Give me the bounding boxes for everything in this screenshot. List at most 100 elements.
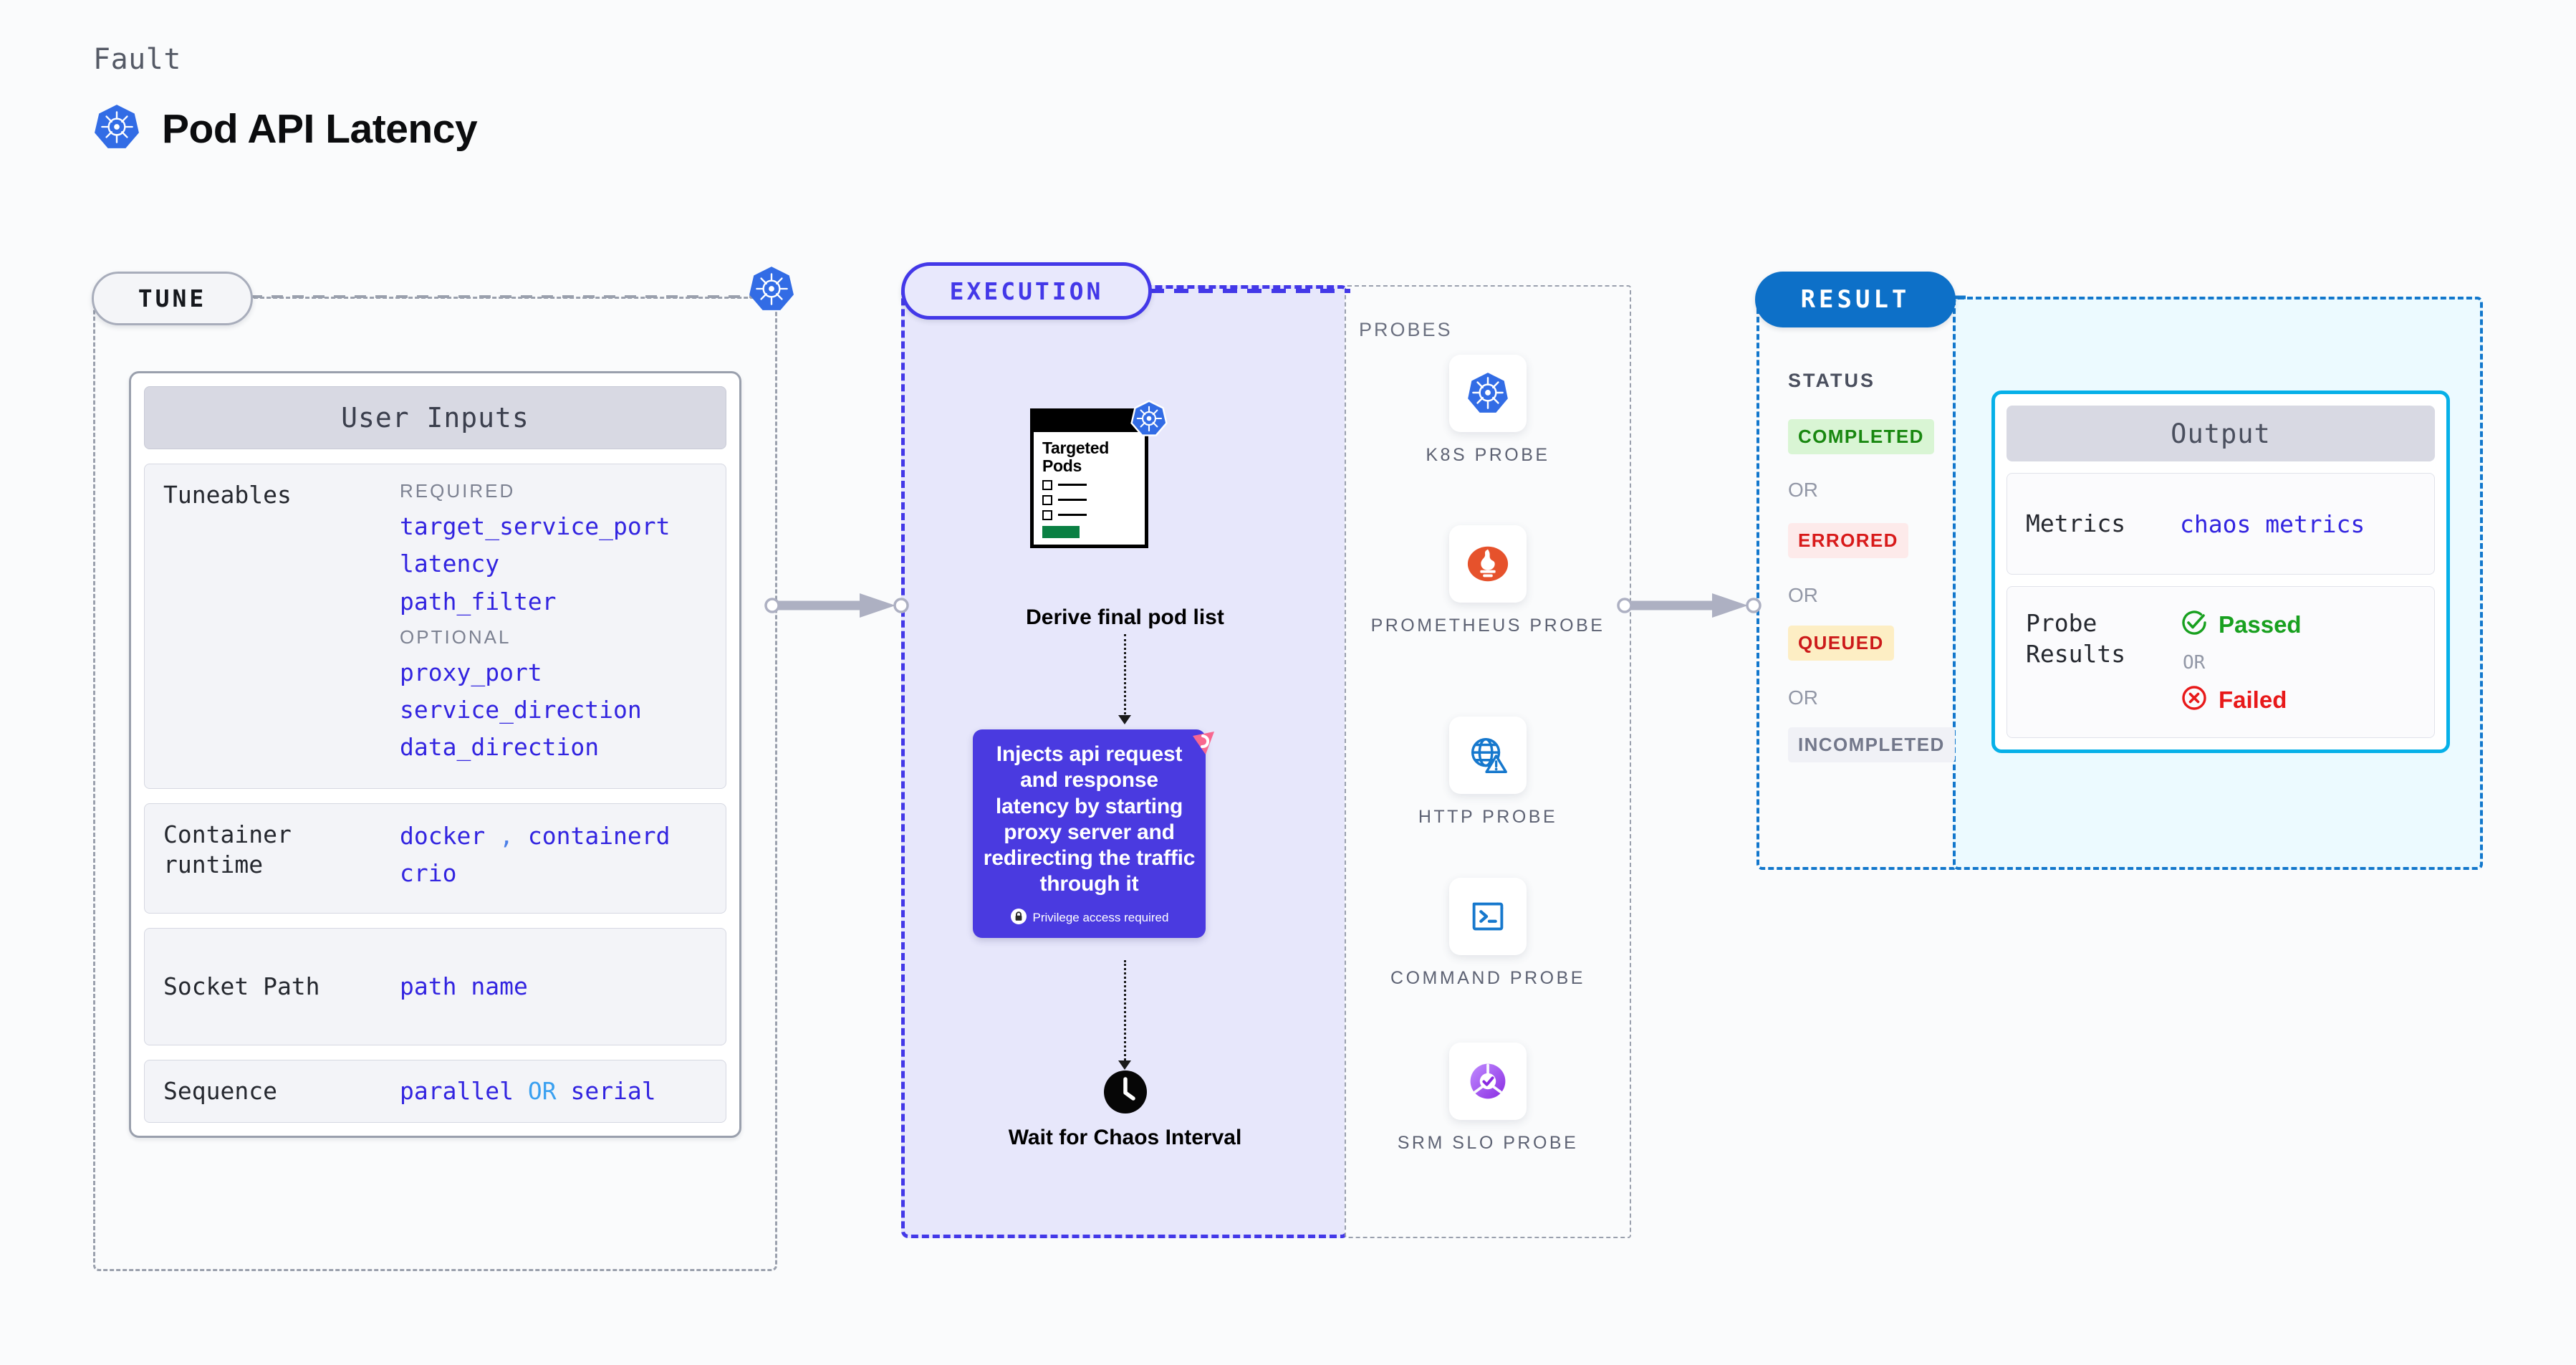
pod-list-item xyxy=(1042,494,1136,505)
connector-execution-to-result xyxy=(1617,593,1762,618)
pod-list-item xyxy=(1042,479,1136,490)
container-runtime-section: Container runtime docker , containerd cr… xyxy=(144,803,726,914)
title-row: Pod API Latency xyxy=(93,103,478,154)
tuneable-service-direction[interactable]: service_direction xyxy=(400,696,642,724)
sequence-or: OR xyxy=(527,1076,557,1105)
kubernetes-icon xyxy=(93,103,140,154)
prometheus-icon xyxy=(1449,525,1527,603)
probe-result-passed: Passed xyxy=(2180,608,2302,641)
probe-command[interactable]: COMMAND PROBE xyxy=(1345,878,1631,991)
pods-card-title: Targeted Pods xyxy=(1042,439,1110,475)
runtime-docker[interactable]: docker xyxy=(400,821,486,850)
x-circle-icon xyxy=(2180,684,2209,716)
tune-badge-leader-line xyxy=(251,295,763,298)
terminal-icon xyxy=(1449,878,1527,955)
kubernetes-icon xyxy=(1449,355,1527,432)
container-runtime-label: Container runtime xyxy=(163,820,292,879)
page-title: Pod API Latency xyxy=(162,105,478,152)
socket-path-section: Socket Path path name xyxy=(144,927,726,1045)
tuneable-data-direction[interactable]: data_direction xyxy=(400,733,600,762)
clock-icon xyxy=(901,1070,1349,1118)
privilege-note-text: Privilege access required xyxy=(1032,911,1169,925)
tuneables-section: Tuneables REQUIRED target_service_port l… xyxy=(144,464,726,789)
probe-http[interactable]: HTTP PROBE xyxy=(1345,717,1631,830)
output-card: Output Metrics chaos metrics Probe Resul… xyxy=(1991,391,2450,753)
status-badge-incompleted: INCOMPLETED xyxy=(1788,727,1955,762)
execution-badge-leader-line xyxy=(1150,289,1350,293)
user-inputs-card: User Inputs Tuneables REQUIRED target_se… xyxy=(129,371,741,1138)
tuneable-target-service-port[interactable]: target_service_port xyxy=(400,512,671,540)
status-or-1: OR xyxy=(1788,479,1818,501)
probe-prometheus[interactable]: PROMETHEUS PROBE xyxy=(1345,525,1631,638)
status-title: STATUS xyxy=(1788,370,1875,391)
flow-arrowhead xyxy=(1118,1060,1131,1070)
probe-label: COMMAND PROBE xyxy=(1390,968,1585,988)
tune-panel xyxy=(93,297,777,1271)
tuneable-latency[interactable]: latency xyxy=(400,550,500,578)
inject-fault-card: Injects api request and response latency… xyxy=(973,729,1206,938)
flow-connector-line xyxy=(1124,634,1126,719)
wait-interval-label: Wait for Chaos Interval xyxy=(1008,1126,1242,1149)
probe-result-failed: Failed xyxy=(2180,684,2302,716)
probe-results-label: Probe Results xyxy=(2026,609,2126,668)
probe-result-or: OR xyxy=(2183,652,2206,674)
checkbox-icon xyxy=(1042,509,1052,520)
sequence-serial[interactable]: serial xyxy=(570,1076,656,1105)
connector-tune-to-execution xyxy=(764,593,909,618)
checkbox-icon xyxy=(1042,479,1052,490)
probe-label: HTTP PROBE xyxy=(1418,807,1558,827)
wait-interval-block: Wait for Chaos Interval xyxy=(901,1070,1349,1151)
checkbox-icon xyxy=(1042,494,1052,505)
sequence-parallel[interactable]: parallel xyxy=(400,1076,514,1105)
failed-label: Failed xyxy=(2219,686,2287,713)
execution-stage-badge[interactable]: EXECUTION xyxy=(901,262,1152,320)
probe-results-section: Probe Results Passed OR xyxy=(2007,586,2435,738)
globe-warning-icon xyxy=(1449,717,1527,794)
runtime-crio[interactable]: crio xyxy=(400,858,457,887)
sequence-label: Sequence xyxy=(163,1076,277,1105)
tuneable-proxy-port[interactable]: proxy_port xyxy=(400,658,542,686)
pod-list-item xyxy=(1042,509,1136,520)
kubernetes-icon xyxy=(748,265,795,312)
tuneable-path-filter[interactable]: path_filter xyxy=(400,587,557,616)
metrics-value[interactable]: chaos metrics xyxy=(2180,509,2365,538)
probe-label: PROMETHEUS PROBE xyxy=(1370,616,1605,636)
status-or-3: OR xyxy=(1788,686,1818,709)
socket-path-label: Socket Path xyxy=(163,972,320,1000)
user-inputs-header: User Inputs xyxy=(144,386,726,449)
required-group-head: REQUIRED xyxy=(400,480,516,502)
passed-label: Passed xyxy=(2219,610,2302,638)
probes-title: PROBES xyxy=(1359,319,1453,340)
check-circle-icon xyxy=(2180,608,2209,641)
runtime-separator: , xyxy=(499,821,514,850)
status-or-2: OR xyxy=(1788,584,1818,606)
status-badge-queued: QUEUED xyxy=(1788,626,1894,661)
socket-path-value[interactable]: path name xyxy=(400,972,528,1000)
output-header: Output xyxy=(2007,406,2435,461)
litmuschaos-icon xyxy=(1186,726,1220,760)
probe-label: K8S PROBE xyxy=(1426,445,1550,465)
optional-group-head: OPTIONAL xyxy=(400,626,511,648)
slo-donut-icon xyxy=(1449,1043,1527,1120)
pods-card-titlebar xyxy=(1034,412,1145,432)
probe-k8s[interactable]: K8S PROBE xyxy=(1345,355,1631,468)
kubernetes-icon xyxy=(1130,400,1168,437)
probe-label: SRM SLO PROBE xyxy=(1397,1133,1579,1153)
result-stage-badge[interactable]: RESULT xyxy=(1755,272,1956,327)
flow-connector-line xyxy=(1124,960,1126,1064)
pod-line xyxy=(1058,514,1087,517)
inject-description: Injects api request and response latency… xyxy=(983,742,1196,896)
derive-pod-list-label: Derive final pod list xyxy=(1026,605,1224,629)
fault-eyebrow: Fault xyxy=(93,43,181,76)
privilege-note: Privilege access required xyxy=(983,908,1196,929)
tuneables-label: Tuneables xyxy=(163,481,292,509)
pod-line xyxy=(1058,484,1087,487)
flow-arrowhead xyxy=(1118,715,1131,724)
tune-stage-badge[interactable]: TUNE xyxy=(92,272,253,325)
probe-srm-slo[interactable]: SRM SLO PROBE xyxy=(1345,1043,1631,1156)
page-header: Fault Pod API Latency xyxy=(93,43,478,154)
runtime-containerd[interactable]: containerd xyxy=(527,821,671,850)
pod-line xyxy=(1058,499,1087,502)
pods-progress-bar xyxy=(1042,525,1080,538)
status-badge-completed: COMPLETED xyxy=(1788,419,1934,454)
